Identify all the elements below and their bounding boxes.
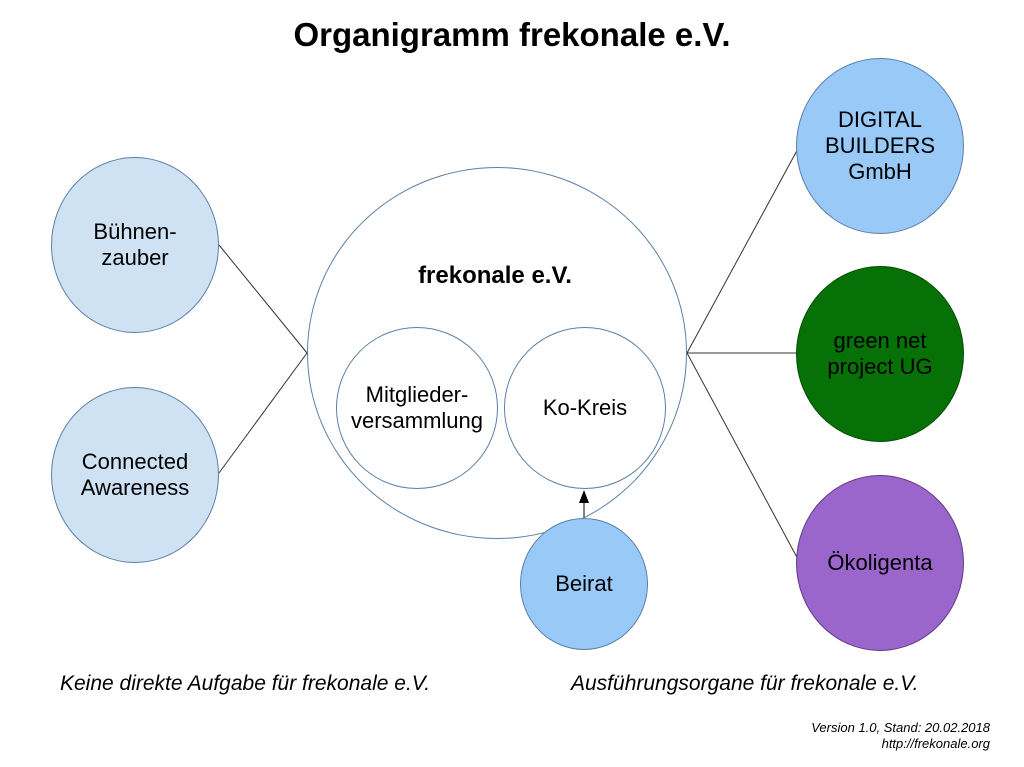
footer: Version 1.0, Stand: 20.02.2018 http://fr… [811, 720, 990, 752]
buehnenzauber-node: Bühnen- zauber [51, 157, 219, 333]
ko-kreis-label: Ko-Kreis [542, 395, 628, 420]
mitgliederversammlung-node: Mitglieder- versammlung [336, 327, 498, 489]
buehnenzauber-label: Bühnen- zauber [93, 219, 177, 270]
caption-right: Ausführungsorgane für frekonale e.V. [571, 672, 919, 695]
green-net-node: green net project UG [796, 266, 964, 442]
connector-connected-awareness [218, 352, 308, 474]
green-net-label: green net project UG [827, 328, 933, 379]
oekoligenta-node: Ökoligenta [796, 475, 964, 651]
frekonale-outer-circle [307, 167, 687, 539]
connected-awareness-node: Connected Awareness [51, 387, 219, 563]
ko-kreis-node: Ko-Kreis [504, 327, 666, 489]
oekoligenta-label: Ökoligenta [827, 550, 933, 575]
connector-buehnenzauber [218, 244, 308, 354]
connector-digital-builders [686, 144, 801, 354]
caption-left: Keine direkte Aufgabe für frekonale e.V. [60, 672, 431, 695]
digital-builders-node: DIGITAL BUILDERS GmbH [796, 58, 964, 234]
beirat-label: Beirat [555, 571, 613, 596]
beirat-node: Beirat [520, 518, 648, 650]
mitgliederversammlung-label: Mitglieder- versammlung [350, 382, 484, 433]
connector-oekoligenta [686, 352, 801, 564]
diagram-title: Organigramm frekonale e.V. [293, 16, 731, 53]
footer-url: http://frekonale.org [881, 736, 990, 751]
connected-awareness-label: Connected Awareness [80, 449, 190, 500]
digital-builders-label: DIGITAL BUILDERS GmbH [824, 107, 936, 184]
frekonale-label: frekonale e.V. [418, 262, 572, 289]
footer-version: Version 1.0, Stand: 20.02.2018 [811, 720, 990, 735]
